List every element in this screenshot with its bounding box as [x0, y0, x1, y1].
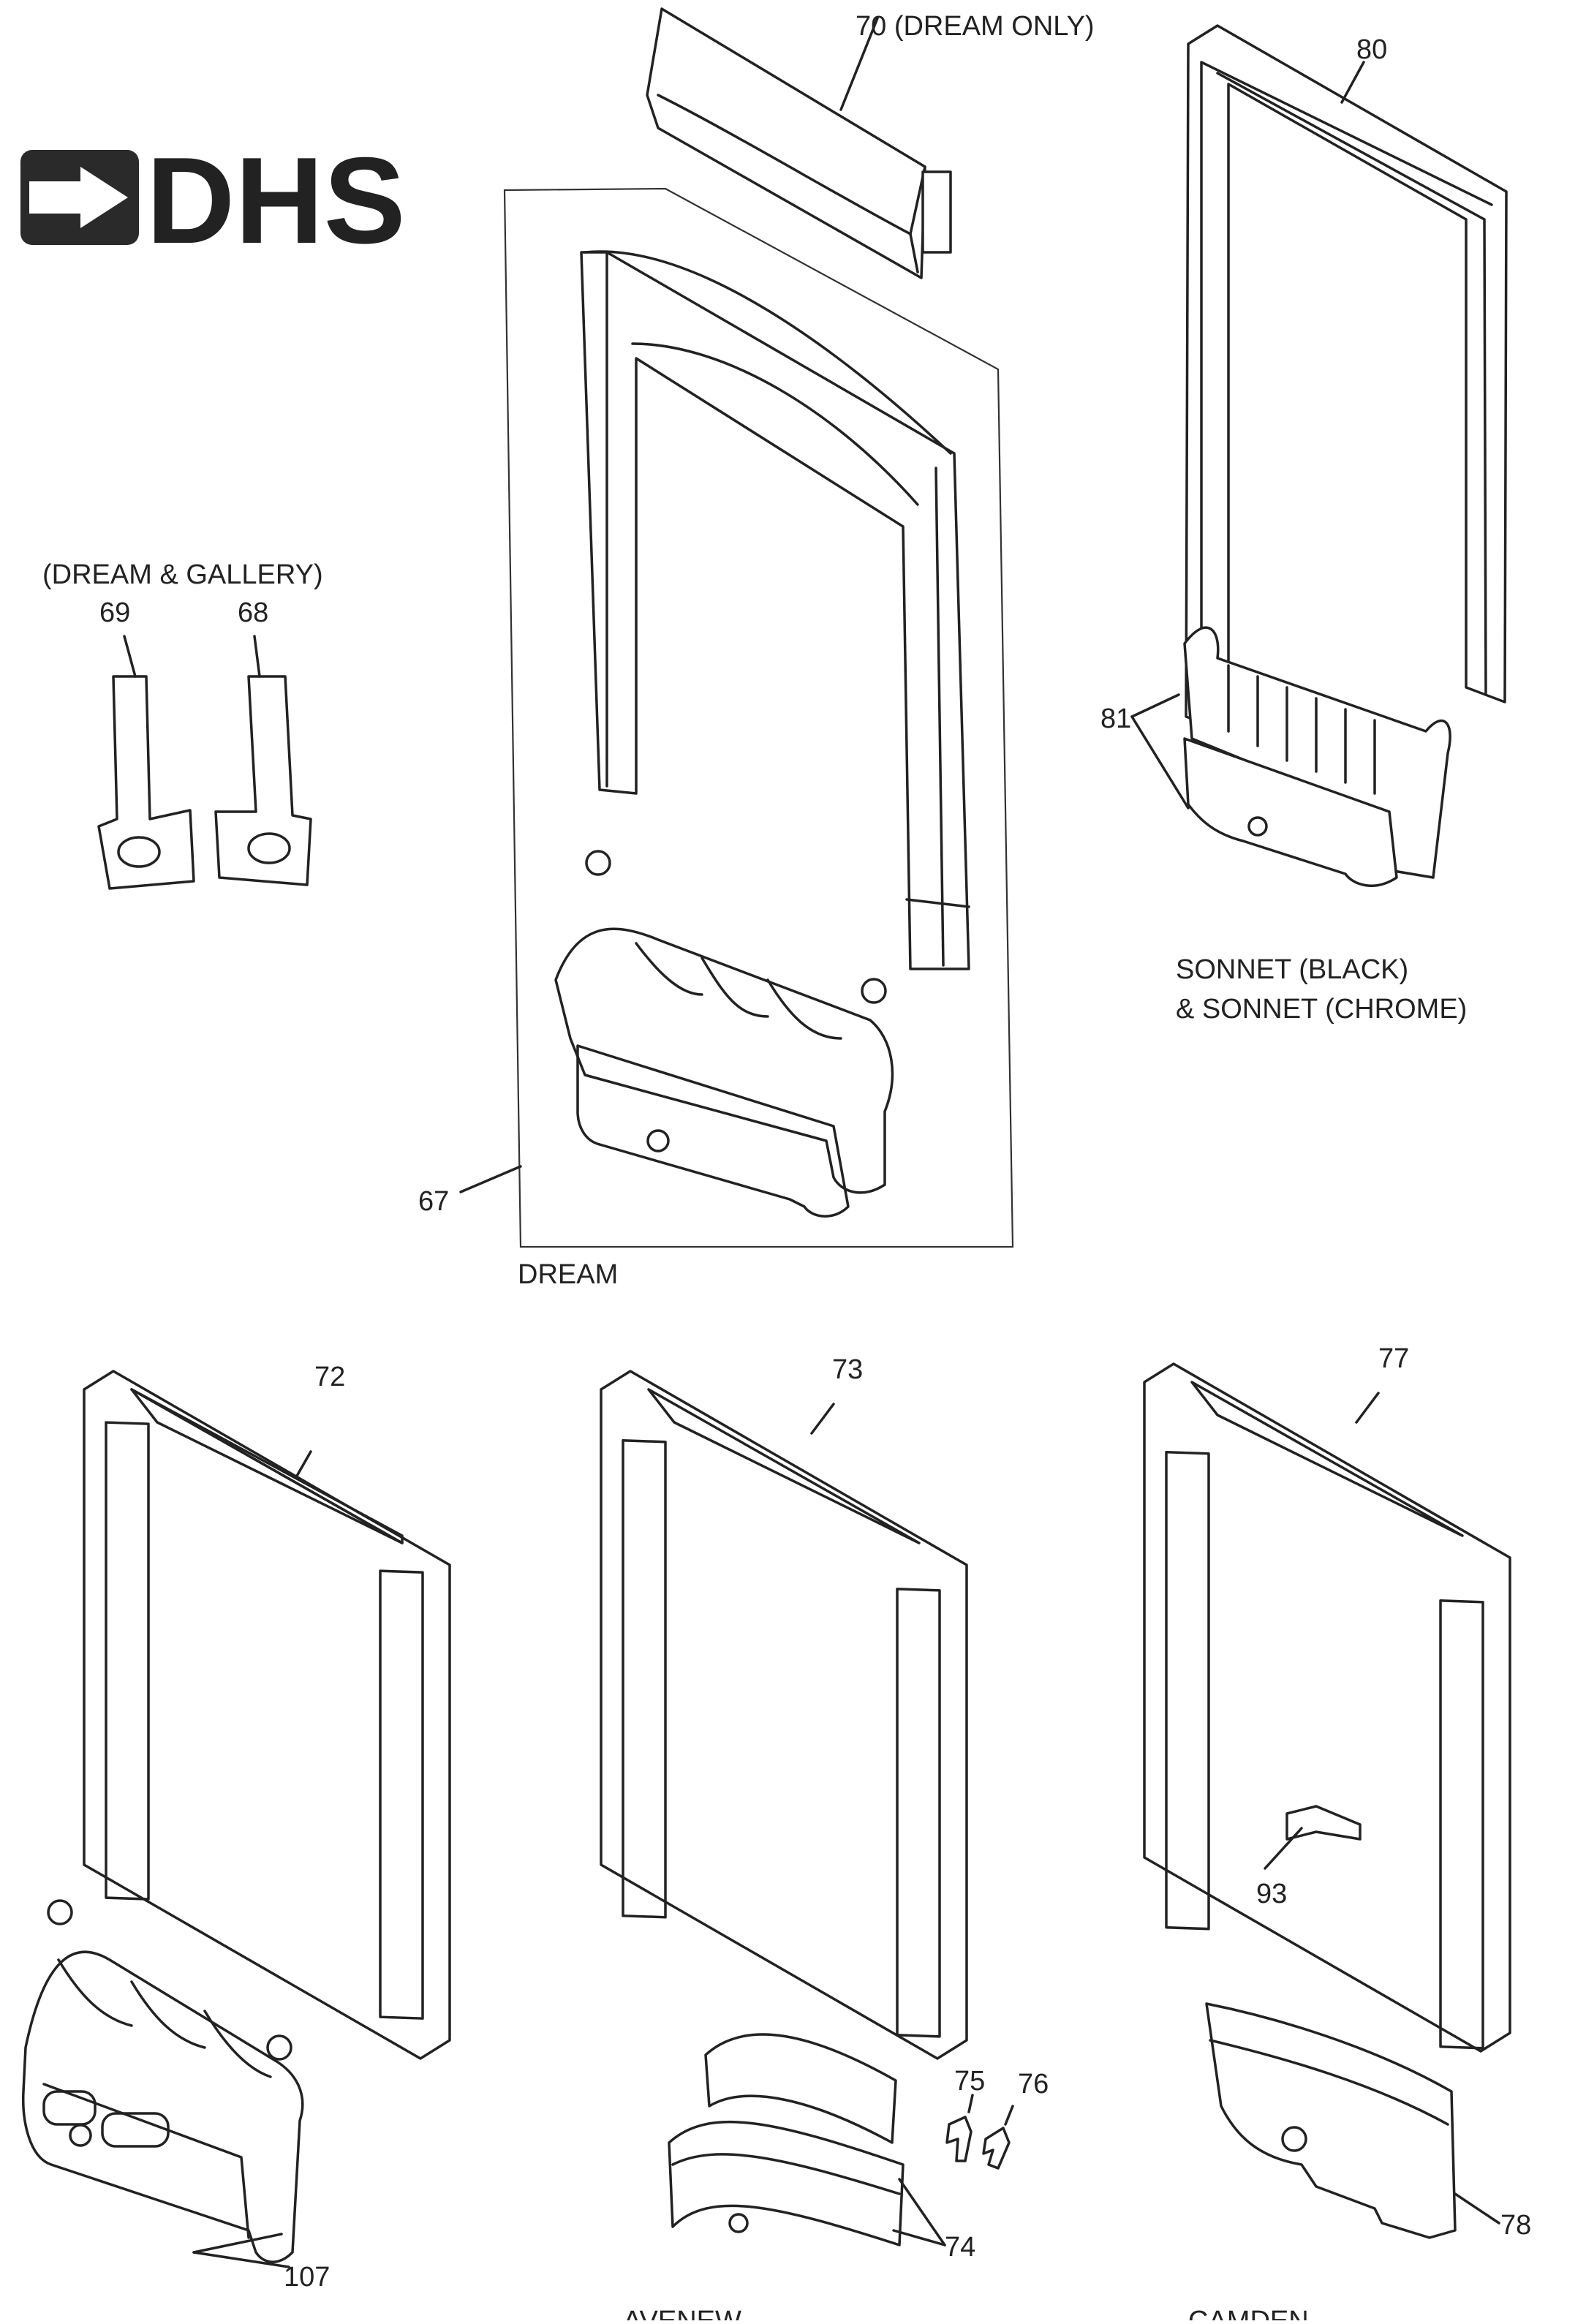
- label-part-67: 67: [418, 1186, 449, 1217]
- dream-enclosure: [503, 187, 1014, 1248]
- label-part-70: 70 (DREAM ONLY): [856, 11, 1095, 42]
- dream-fret: [554, 850, 894, 1218]
- dhs-logo: DHS: [20, 132, 406, 269]
- panel-77: [1143, 1362, 1511, 2053]
- label-cut-right: CAMDEN: [1188, 2306, 1309, 2320]
- panel-72: [83, 1370, 451, 2060]
- label-dream: DREAM: [518, 1259, 618, 1290]
- logo-text: DHS: [146, 132, 406, 269]
- label-part-75: 75: [954, 2066, 985, 2097]
- part-80-frame: [1185, 24, 1508, 733]
- label-part-72: 72: [314, 1362, 345, 1392]
- dream-arched-frame: [580, 250, 970, 970]
- label-part-68: 68: [238, 597, 268, 628]
- label-part-78: 78: [1500, 2210, 1531, 2241]
- bracket-69: [97, 635, 195, 890]
- label-part-76: 76: [1018, 2069, 1049, 2099]
- label-part-107: 107: [284, 2262, 330, 2293]
- fret-107: [22, 1899, 304, 2268]
- sonnet-fret: [1183, 626, 1451, 887]
- clip-76: [982, 2105, 1014, 2170]
- label-part-73: 73: [832, 1354, 863, 1385]
- label-part-77: 77: [1378, 1343, 1409, 1374]
- label-part-81: 81: [1100, 703, 1131, 734]
- panel-73: [600, 1370, 968, 2060]
- bracket-68: [214, 635, 312, 886]
- label-sonnet-line1: SONNET (BLACK): [1176, 954, 1408, 985]
- label-dream-gallery: (DREAM & GALLERY): [42, 559, 323, 590]
- label-part-74: 74: [945, 2232, 975, 2263]
- part-70-canopy: [646, 7, 952, 279]
- label-cut-mid: AVENEW: [623, 2306, 741, 2320]
- label-part-69: 69: [99, 597, 130, 628]
- clip-75: [945, 2094, 974, 2162]
- label-sonnet-line2: & SONNET (CHROME): [1176, 994, 1467, 1025]
- fret-78: [1205, 2002, 1457, 2239]
- label-part-80: 80: [1356, 34, 1387, 65]
- trim-74: [668, 2033, 905, 2246]
- label-part-93: 93: [1256, 1879, 1287, 1909]
